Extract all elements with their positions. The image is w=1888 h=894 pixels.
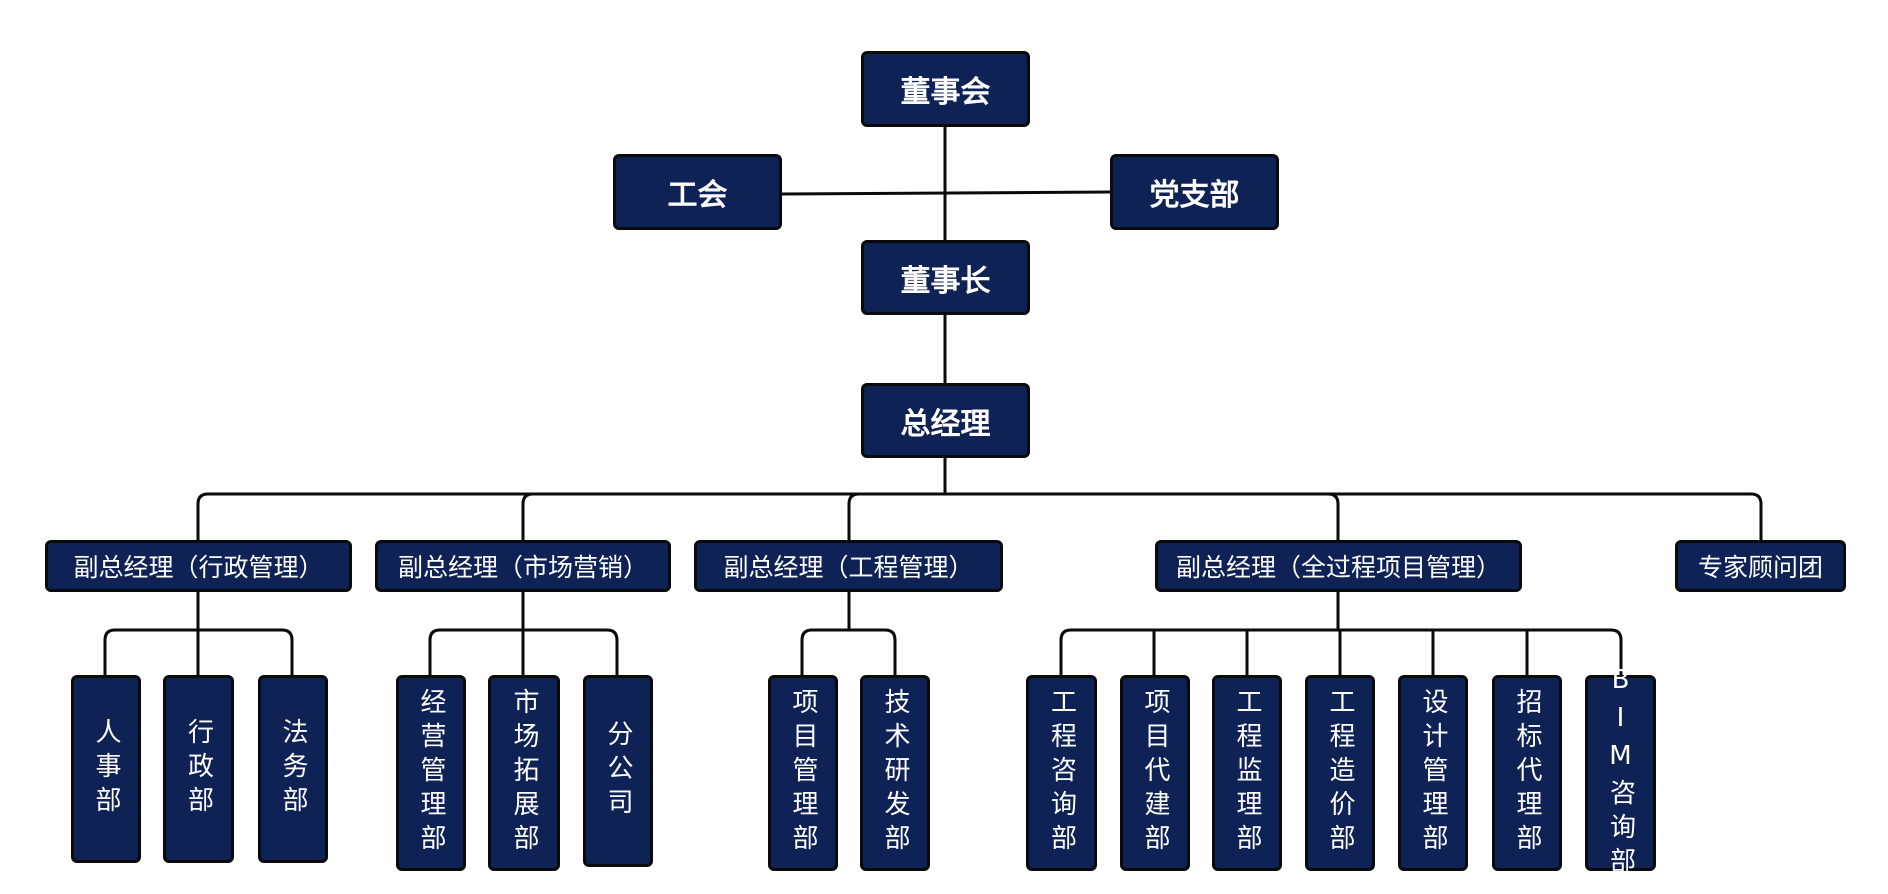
node-project-agent-dept: 项目代建部 xyxy=(1120,675,1190,871)
node-expert-panel: 专家顾问团 xyxy=(1675,540,1846,592)
node-eng-cost-dept: 工程造价部 xyxy=(1305,675,1375,871)
node-eng-consult-dept: 工程咨询部 xyxy=(1026,675,1097,871)
node-general-manager: 总经理 xyxy=(861,383,1030,458)
node-eng-supervision-dept: 工程监理部 xyxy=(1212,675,1282,871)
node-legal-dept: 法务部 xyxy=(258,675,328,863)
connector-vp-project xyxy=(1327,492,1340,540)
node-project-mgmt-dept: 项目管理部 xyxy=(768,675,838,871)
node-branch-company: 分公司 xyxy=(583,675,653,867)
node-vp-admin: 副总经理（行政管理） xyxy=(45,540,352,592)
connector-vp-engineering xyxy=(847,492,860,540)
node-union: 工会 xyxy=(613,154,782,230)
node-bidding-agent-dept: 招标代理部 xyxy=(1492,675,1562,871)
node-hr-dept: 人事部 xyxy=(71,675,141,863)
connector-admin-bus xyxy=(103,628,294,675)
connector-vp-bus xyxy=(196,492,1763,540)
node-vp-project: 副总经理（全过程项目管理） xyxy=(1155,540,1522,592)
node-market-dev-dept: 市场拓展部 xyxy=(488,675,560,871)
node-bim-consult-dept: BIM咨询部 xyxy=(1585,665,1656,881)
node-business-mgmt-dept: 经营管理部 xyxy=(396,675,466,871)
connector-marketing-bus xyxy=(428,628,619,675)
node-vp-engineering: 副总经理（工程管理） xyxy=(694,540,1003,592)
connector-union-party xyxy=(781,190,1111,196)
node-vp-marketing: 副总经理（市场营销） xyxy=(375,540,671,592)
node-board: 董事会 xyxy=(861,51,1030,127)
node-chairman: 董事长 xyxy=(861,240,1030,315)
connector-vp-marketing xyxy=(521,492,534,540)
node-party-branch: 党支部 xyxy=(1110,154,1279,230)
node-admin-dept: 行政部 xyxy=(163,675,234,863)
node-tech-rd-dept: 技术研发部 xyxy=(860,675,930,871)
node-design-mgmt-dept: 设计管理部 xyxy=(1398,675,1468,871)
connector-engineering-bus xyxy=(800,628,897,675)
